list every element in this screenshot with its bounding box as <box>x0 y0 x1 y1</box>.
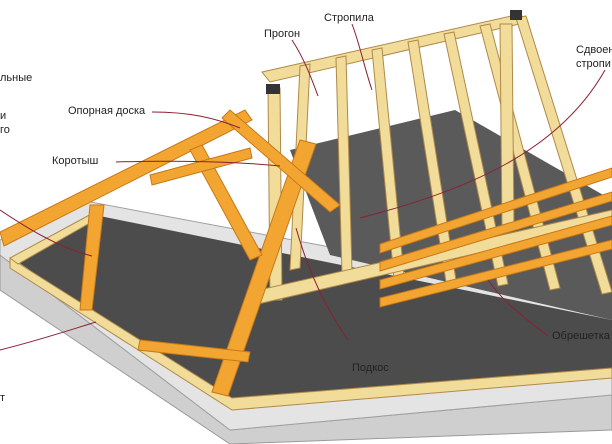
batten <box>379 167 612 254</box>
label-korotysh: Коротыш <box>52 155 99 167</box>
short-rafter-2 <box>189 144 263 261</box>
label-left-1: льные <box>0 72 33 84</box>
ridge-plate-1 <box>266 84 280 94</box>
leader-opornaya <box>151 111 241 129</box>
label-sdvoen-1: Сдвоен <box>576 44 612 56</box>
leader-left-2 <box>0 321 97 351</box>
ridge-plate-2 <box>510 10 522 20</box>
label-left-3: го <box>0 124 10 136</box>
tie-bottom <box>137 339 251 363</box>
label-opornaya: Опорная доска <box>68 105 146 117</box>
diagonal-brace <box>221 109 341 213</box>
label-sdvoen-2: стропи <box>576 58 611 70</box>
leader-podkos <box>295 227 349 341</box>
label-left-4: т <box>0 392 6 404</box>
leader-korotysh <box>115 160 281 167</box>
wall-plate-front <box>9 257 612 411</box>
short-rafter-1 <box>79 204 105 311</box>
batten <box>379 191 612 272</box>
support-board <box>149 147 253 186</box>
leader-progon <box>291 39 319 97</box>
rafter <box>443 31 509 287</box>
label-obreshetka: Обрешетка <box>552 330 610 342</box>
leader-lines <box>0 23 606 351</box>
label-left-2: и <box>0 110 7 122</box>
batten <box>379 239 612 308</box>
hip-rafter-front <box>211 139 317 397</box>
batten <box>379 215 612 290</box>
leader-left-1 <box>0 209 93 257</box>
leader-obreshetka <box>487 279 549 337</box>
label-stropila: Стропила <box>324 12 374 24</box>
battens <box>379 167 612 308</box>
king-post-2 <box>499 23 515 231</box>
leader-stropila <box>351 23 373 91</box>
hip-rafter-left <box>0 109 253 247</box>
label-podkos: Подкос <box>352 362 389 374</box>
leader-sdvoen <box>359 69 606 219</box>
label-progon: Прогон <box>264 28 301 40</box>
